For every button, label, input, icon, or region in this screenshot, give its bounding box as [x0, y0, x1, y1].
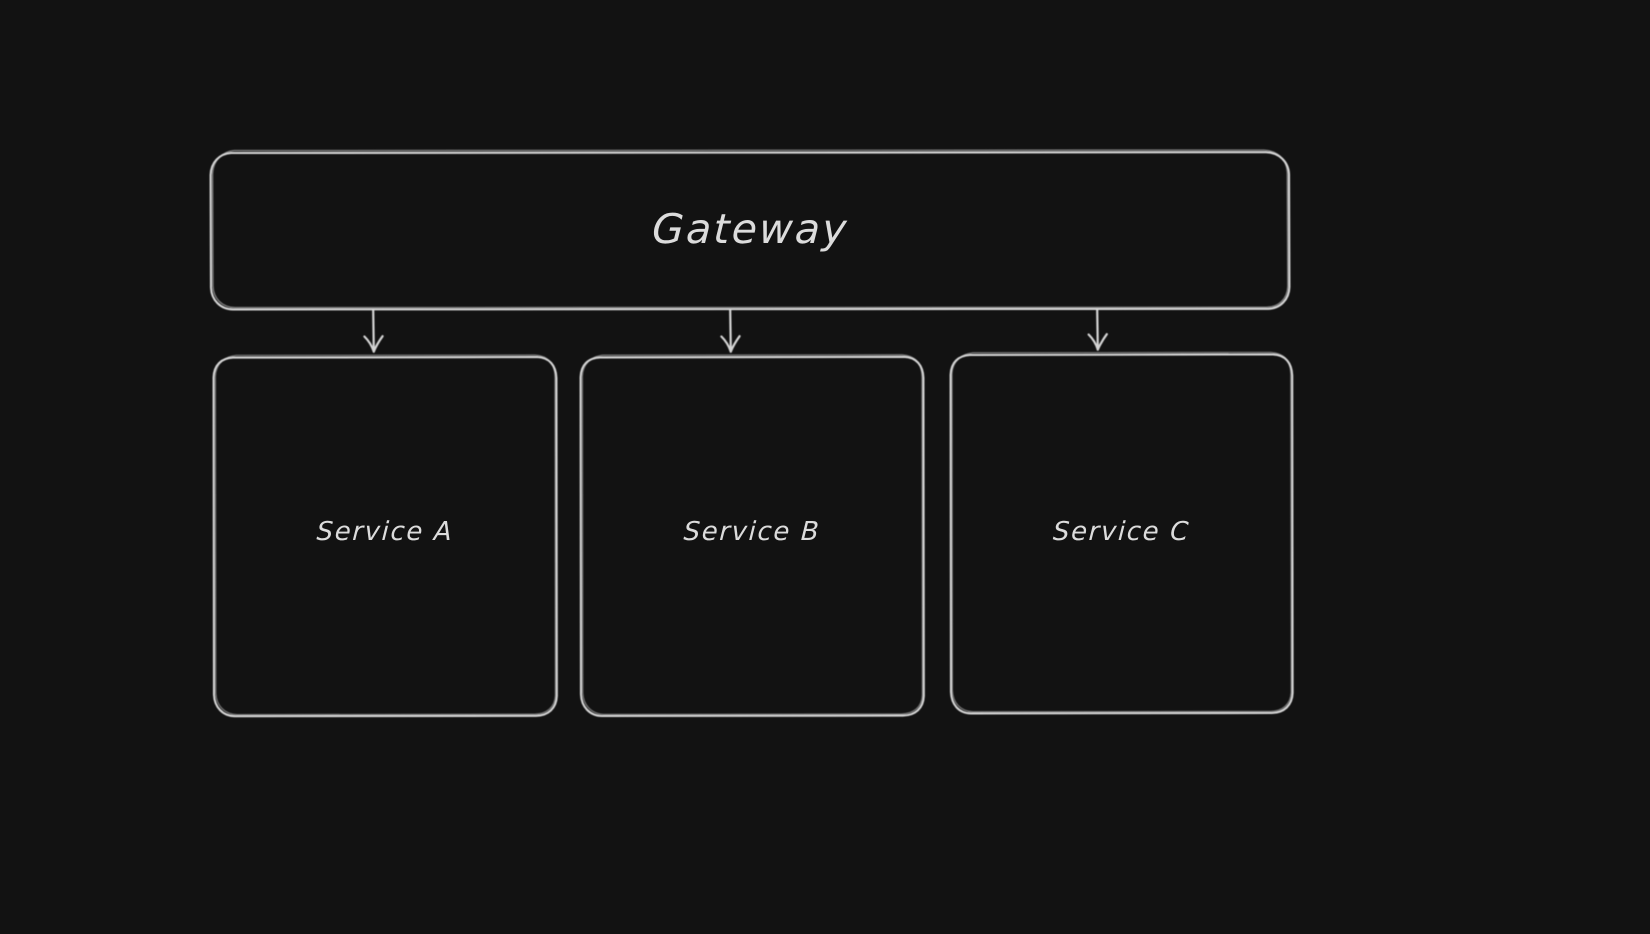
- service-c-node-label: Service C: [1052, 517, 1191, 547]
- edge-gateway-to-service-a[interactable]: [363, 308, 384, 353]
- edge-gateway-to-service-b[interactable]: [720, 308, 741, 353]
- service-b-node-label: Service B: [682, 517, 822, 547]
- gateway-node-label: Gateway: [650, 205, 851, 253]
- service-a-node-label: Service A: [315, 517, 455, 547]
- edge-gateway-to-service-c[interactable]: [1087, 308, 1108, 351]
